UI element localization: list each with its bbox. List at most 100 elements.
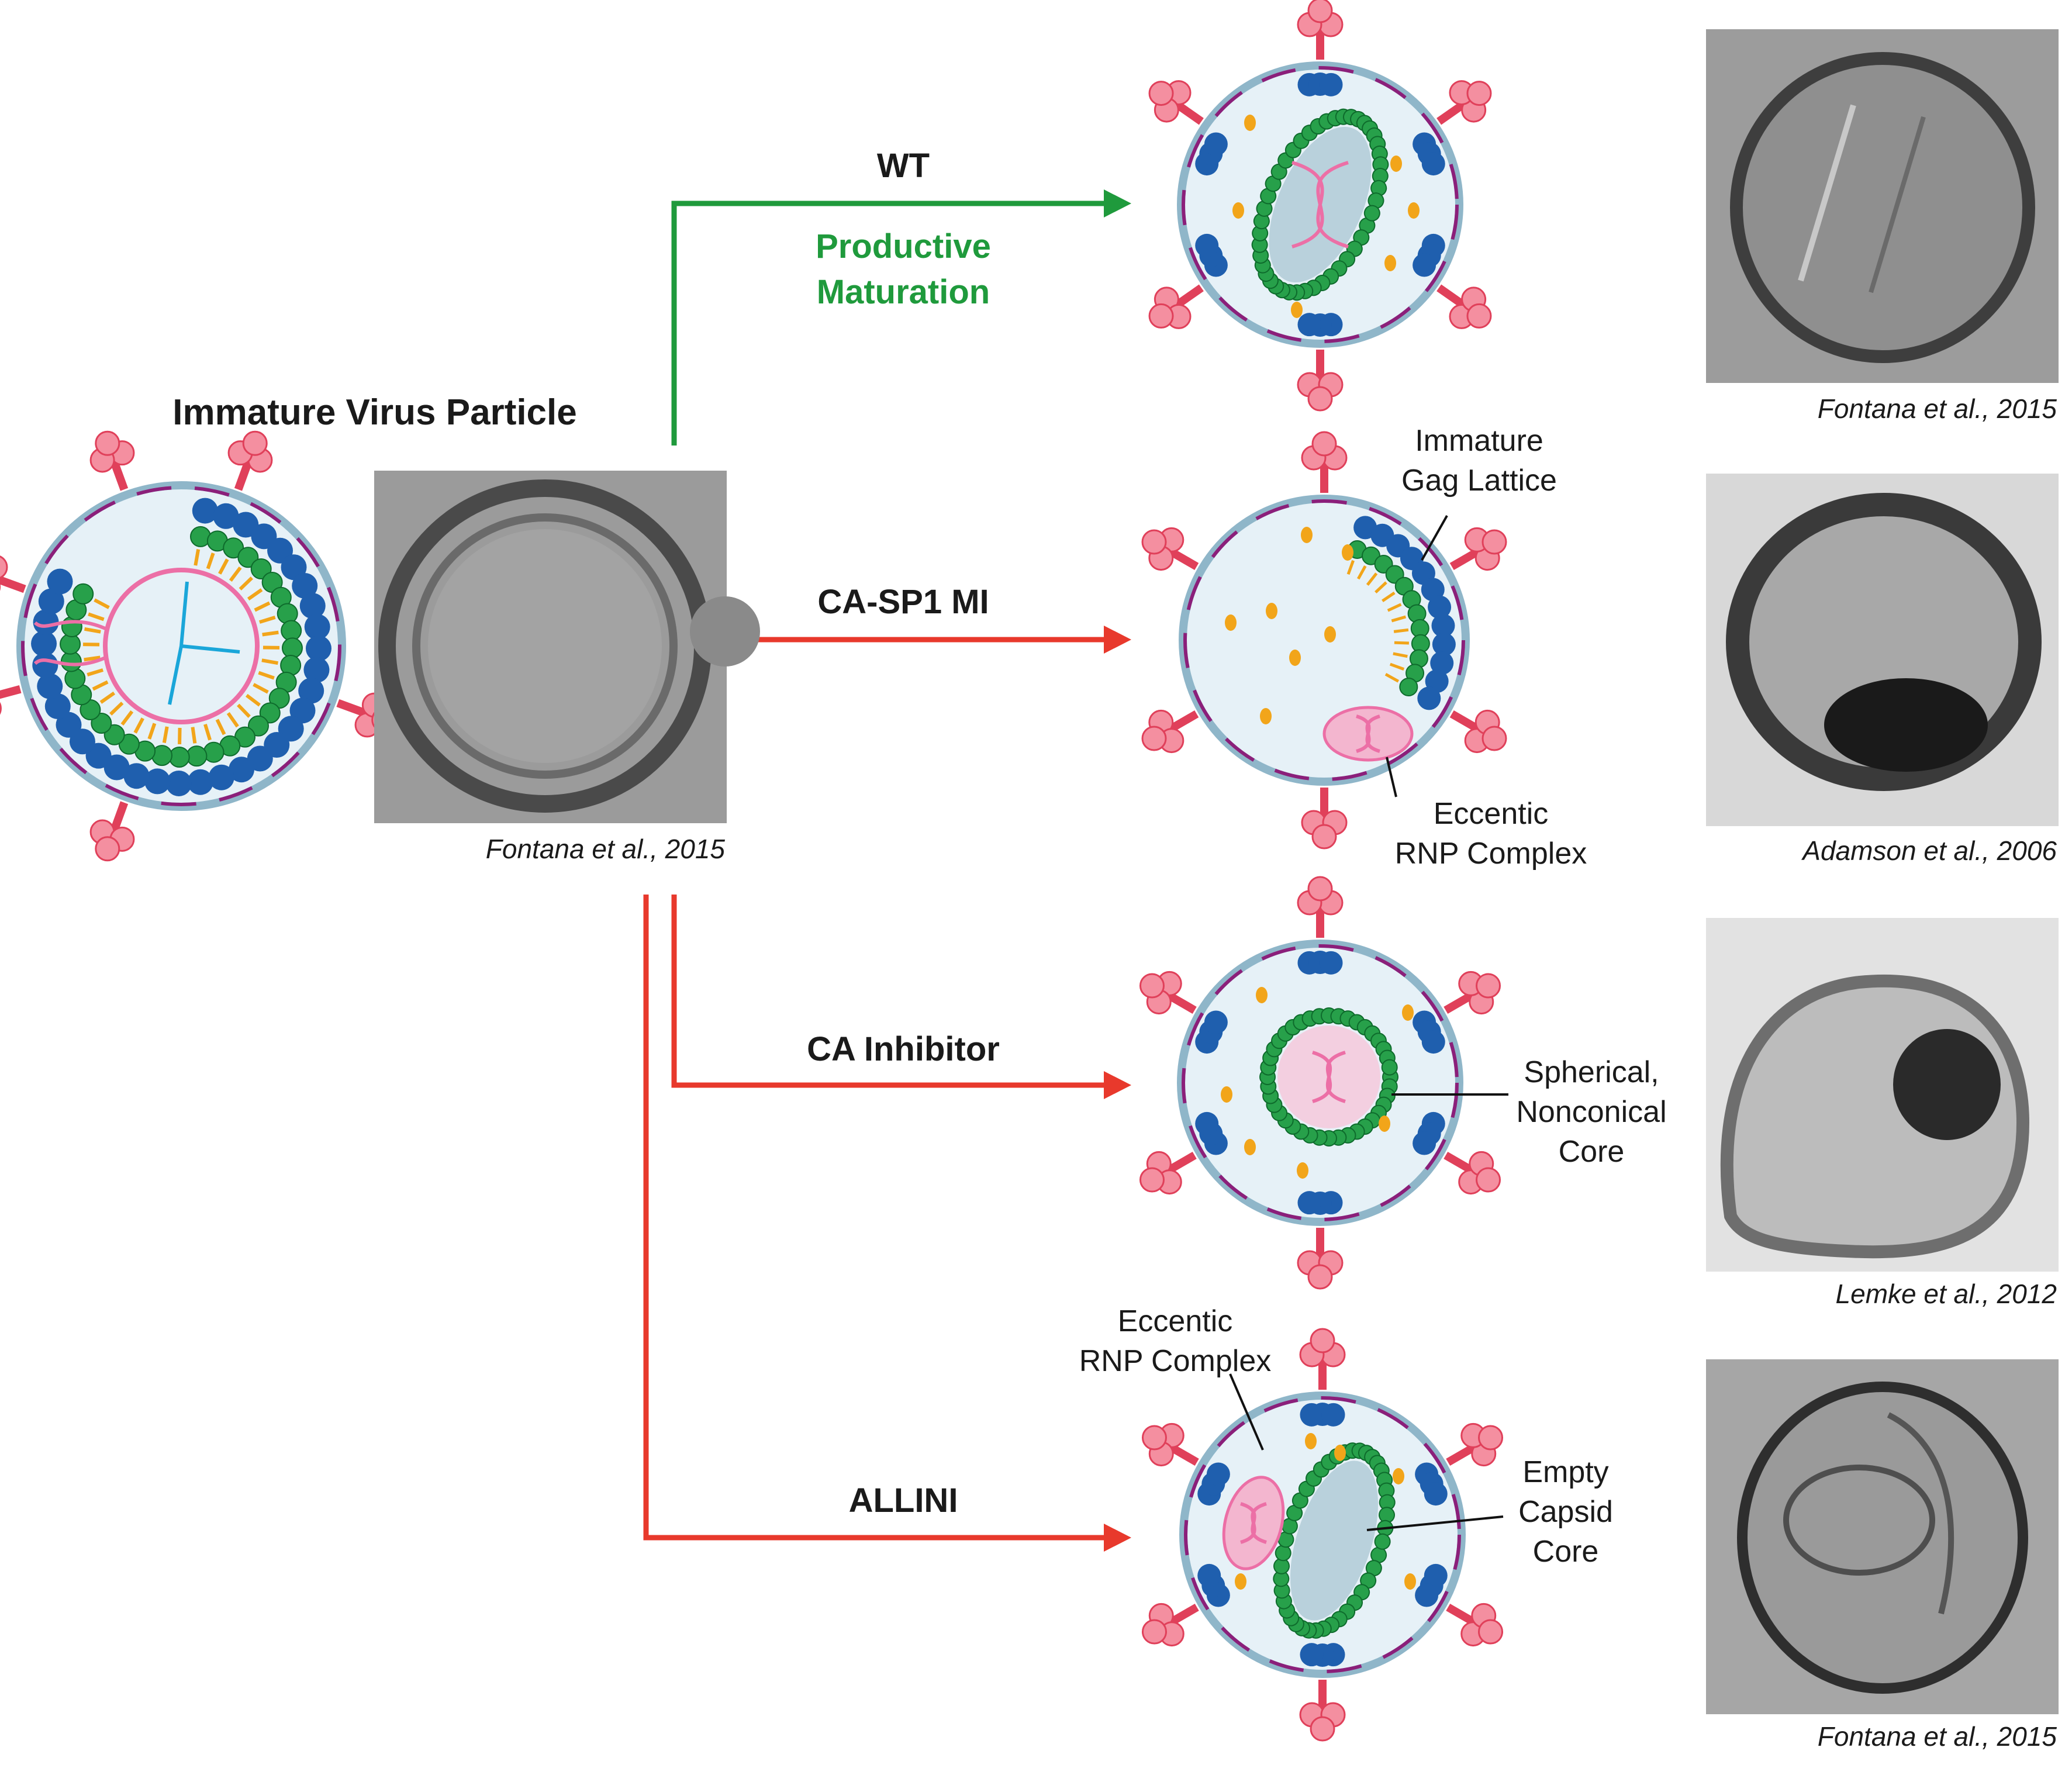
env-spike bbox=[1449, 709, 1507, 754]
env-spike bbox=[1297, 350, 1344, 412]
gag-ma bbox=[213, 503, 239, 529]
env-spike bbox=[0, 555, 26, 593]
enzyme-dot bbox=[1291, 302, 1303, 318]
matrix-protein bbox=[1424, 1482, 1448, 1506]
matrix-protein bbox=[1321, 1403, 1345, 1427]
gag-nc bbox=[215, 719, 226, 735]
enzyme-dot bbox=[1390, 156, 1402, 172]
gag-ca bbox=[64, 668, 86, 689]
gag-nc bbox=[84, 627, 101, 634]
label-ca-inhibitor: CA Inhibitor bbox=[807, 1030, 1000, 1068]
envelope bbox=[1184, 1396, 1461, 1673]
gag-ma bbox=[304, 614, 330, 640]
env-spike bbox=[1444, 971, 1501, 1015]
gag-nc bbox=[133, 717, 144, 734]
gag-nc bbox=[88, 612, 105, 621]
enzyme-dot bbox=[1324, 626, 1336, 643]
envelope bbox=[1183, 499, 1465, 781]
protease bbox=[179, 581, 189, 647]
arrow-wt bbox=[671, 189, 1131, 446]
env-spike bbox=[1436, 284, 1492, 329]
matrix-protein bbox=[1204, 132, 1228, 156]
gag-ma bbox=[1417, 686, 1441, 710]
gag-ma bbox=[229, 757, 255, 783]
gag-nc bbox=[253, 683, 269, 694]
gag-nc bbox=[1393, 628, 1409, 633]
gag-nc bbox=[1375, 581, 1387, 593]
gag-ma bbox=[47, 568, 73, 595]
gag-nc bbox=[1384, 672, 1400, 683]
arrow-cainhib bbox=[671, 895, 1131, 1099]
citation-cainhib: Lemke et al., 2012 bbox=[1835, 1279, 2057, 1309]
envelope bbox=[21, 486, 341, 806]
enzyme-dot bbox=[1393, 1468, 1404, 1484]
em-image-casp1 bbox=[1706, 474, 2059, 826]
protease bbox=[168, 645, 183, 705]
enzyme-dot bbox=[1408, 202, 1420, 219]
leader-lines bbox=[1229, 515, 1508, 1531]
env-spike bbox=[1446, 1422, 1504, 1467]
gag-ma bbox=[305, 636, 331, 662]
envelope bbox=[1182, 944, 1459, 1221]
gag-ma bbox=[187, 769, 213, 795]
rna-genome bbox=[1291, 161, 1349, 248]
rna-genome bbox=[1312, 1051, 1346, 1103]
enzyme-dot bbox=[1266, 603, 1277, 619]
matrix-protein bbox=[1206, 1462, 1230, 1486]
gag-nc bbox=[237, 703, 251, 718]
citation-casp1: Adamson et al., 2006 bbox=[1802, 835, 2057, 866]
gag-ma bbox=[192, 498, 218, 524]
gag-ma bbox=[165, 770, 192, 796]
gag-nc bbox=[1382, 591, 1396, 602]
gag-nc bbox=[226, 712, 239, 728]
matrix-protein bbox=[1197, 1563, 1221, 1587]
gag-nc bbox=[247, 588, 263, 601]
enzyme-dot bbox=[1379, 1116, 1390, 1132]
matrix-protein bbox=[1415, 1583, 1439, 1607]
gag-ma bbox=[56, 712, 82, 738]
env-spike bbox=[1141, 527, 1199, 571]
enzyme-dot bbox=[1260, 708, 1272, 724]
gag-ca bbox=[203, 741, 225, 763]
env-spike bbox=[1148, 80, 1204, 125]
gag-nc bbox=[162, 726, 169, 743]
matrix-protein bbox=[1413, 253, 1436, 277]
enzyme-dot bbox=[1305, 1433, 1317, 1449]
em-image-cainhib bbox=[1706, 918, 2059, 1272]
rna-ring bbox=[103, 568, 260, 724]
em-image-allini bbox=[1706, 1359, 2059, 1714]
gag-nc bbox=[87, 668, 103, 676]
capsid-bead bbox=[1374, 1533, 1391, 1550]
mature-virus-particle-wt bbox=[1148, 0, 1492, 412]
gag-nc bbox=[1356, 565, 1367, 580]
enzyme-dot bbox=[1342, 544, 1353, 561]
matrix-protein bbox=[1413, 1131, 1436, 1155]
capsid-bead bbox=[1363, 205, 1380, 222]
citation-allini: Fontana et al., 2015 bbox=[1817, 1721, 2057, 1752]
env-spike bbox=[89, 430, 135, 491]
capsid-bead bbox=[1381, 1059, 1398, 1076]
env-spike bbox=[0, 685, 22, 715]
env-spike bbox=[1297, 0, 1344, 60]
matrix-protein bbox=[1195, 233, 1219, 257]
env-spike bbox=[1141, 709, 1199, 754]
gag-ma bbox=[44, 693, 71, 720]
gag-ca bbox=[72, 583, 94, 605]
gag-nc bbox=[239, 576, 253, 591]
env-spike bbox=[1436, 80, 1492, 125]
label-wt: WT bbox=[876, 147, 930, 185]
gag-nc bbox=[109, 702, 124, 716]
gag-ma bbox=[1432, 633, 1456, 657]
gag-ma bbox=[292, 572, 318, 599]
env-spike bbox=[89, 801, 135, 862]
env-spike bbox=[1444, 1151, 1501, 1195]
gag-ma bbox=[38, 588, 64, 614]
env-spike bbox=[1449, 527, 1507, 571]
env-spike bbox=[1299, 1680, 1346, 1742]
virus-particle-casp1-mi bbox=[1141, 431, 1507, 850]
core-lumen bbox=[1290, 1460, 1379, 1621]
